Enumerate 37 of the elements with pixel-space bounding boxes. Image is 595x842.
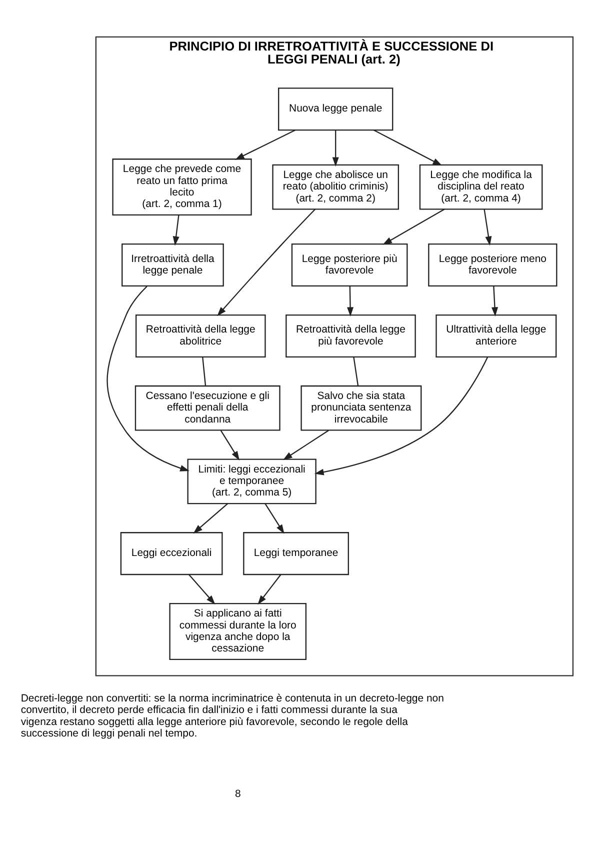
node-box: Leggi temporanee: [243, 532, 349, 575]
node-box: Legge che prevede come reato un fatto prima lecito (art. 2, comma 1): [112, 158, 252, 216]
node-box: Legge che abolisce un reato (abolitio criminis) (art. 2, comma 2): [272, 164, 400, 210]
arrow: [492, 286, 498, 316]
arrow: [106, 286, 190, 471]
node-box: Limiti: leggi eccezionali e temporanee (art. 2, comma 5): [187, 458, 316, 504]
connector: [353, 356, 359, 386]
node-box: Legge che modifica la disciplina del reato (art. 2, comma 4): [419, 164, 543, 210]
node-box: Legge posteriore più favorevole: [291, 242, 408, 286]
arrow: [382, 208, 445, 244]
node-box: Cessano l'esecuzione e gli effetti penali della condanna: [134, 384, 280, 430]
node-box: Salvo che sia stata pronunciata sentenza irrevocabile: [300, 384, 422, 430]
arrow: [193, 502, 228, 534]
arrow: [258, 574, 282, 604]
arrow: [282, 429, 329, 460]
arrow: [332, 130, 339, 166]
arrow: [220, 430, 240, 460]
node-box: Leggi eccezionali: [120, 532, 223, 575]
arrow: [314, 356, 488, 475]
arrow: [217, 208, 316, 316]
arrow: [172, 214, 180, 246]
node-box: Irretroattività della legge penale: [122, 242, 224, 286]
label: Decreti-legge non convertiti: se la norma incriminatrice è contenuta in un decreto-legge non convertito, il decreto perde efficacia fin dall'inizio e i fatti commessi durante la sua vigenza restano soggetti alla legge anteriore più favorevole, secondo le regole della successione di leggi penali nel tempo.: [20, 693, 444, 739]
connector: [202, 356, 206, 386]
arrow: [188, 574, 216, 604]
node-box: Ultrattività della legge anteriore: [436, 314, 557, 357]
node-box: Retroattività della legge più favorevole: [286, 314, 416, 357]
arrow: [264, 502, 284, 534]
node-box: Nuova legge penale: [278, 87, 394, 130]
arrow: [374, 129, 442, 166]
arrow: [234, 129, 296, 160]
arrow: [347, 286, 354, 316]
label: 8: [234, 788, 241, 800]
node-box: Legge posteriore meno favorevole: [428, 242, 558, 286]
node-box: Si applicano ai fatti commessi durante la loro vigenza anche dopo la cessazione: [169, 602, 307, 660]
arrow: [484, 208, 492, 246]
node-box: Retroattività della legge abolitrice: [135, 314, 266, 357]
